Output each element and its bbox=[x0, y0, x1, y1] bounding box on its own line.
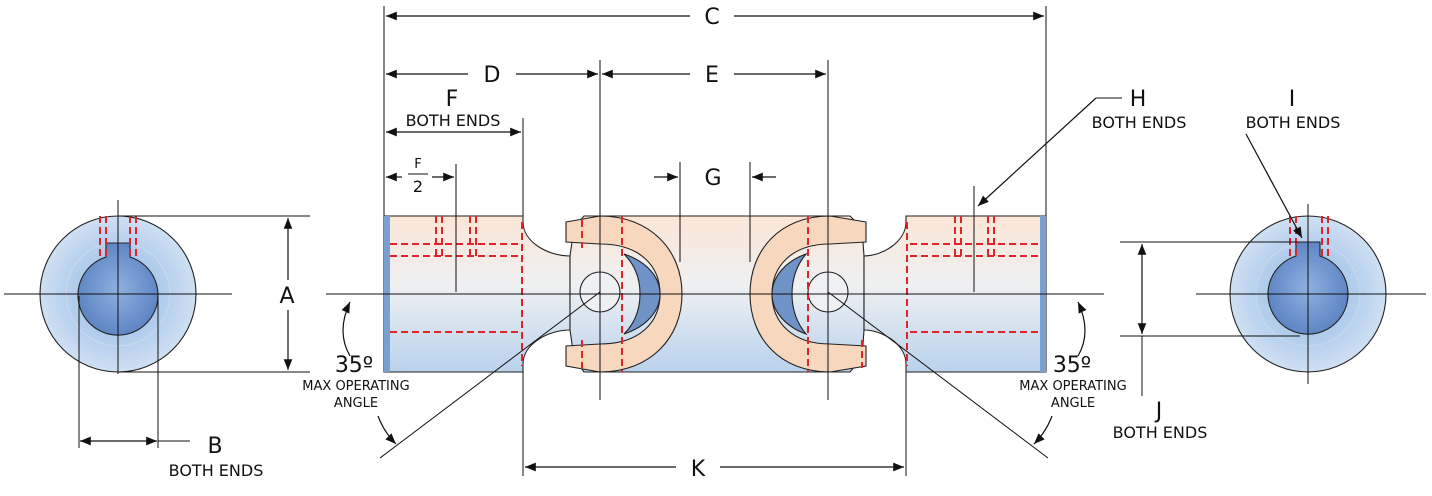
label-I: I bbox=[1289, 87, 1296, 112]
dimension-C: C bbox=[386, 5, 1044, 30]
side-view bbox=[326, 6, 1104, 476]
label-D: D bbox=[484, 63, 501, 88]
label-I-note: BOTH ENDS bbox=[1246, 113, 1341, 132]
label-angle-left-l1: MAX OPERATING bbox=[302, 379, 409, 394]
label-B-note: BOTH ENDS bbox=[169, 461, 264, 480]
label-K: K bbox=[691, 457, 706, 482]
angle-left: 35º MAX OPERATING ANGLE bbox=[302, 301, 410, 445]
angle-right: 35º MAX OPERATING ANGLE bbox=[1019, 301, 1127, 445]
label-angle-right: 35º bbox=[1053, 353, 1091, 378]
label-J-note: BOTH ENDS bbox=[1113, 423, 1208, 442]
left-angle-line bbox=[379, 291, 601, 459]
label-angle-left-l2: ANGLE bbox=[334, 396, 378, 411]
label-F-note: BOTH ENDS bbox=[406, 111, 501, 130]
label-C: C bbox=[704, 5, 719, 30]
label-A: A bbox=[279, 284, 294, 309]
dimension-F: F BOTH ENDS bbox=[386, 87, 521, 137]
callout-H: H BOTH ENDS bbox=[977, 87, 1187, 207]
label-angle-right-l1: MAX OPERATING bbox=[1019, 379, 1126, 394]
label-H-note: BOTH ENDS bbox=[1092, 113, 1187, 132]
dimension-E: E bbox=[602, 63, 826, 88]
left-end-view: B BOTH ENDS bbox=[4, 200, 263, 480]
label-B: B bbox=[207, 434, 222, 459]
label-F: F bbox=[446, 87, 459, 112]
label-F-half-num: F bbox=[414, 157, 421, 172]
dimension-K: K bbox=[525, 457, 904, 482]
label-E: E bbox=[705, 63, 719, 88]
label-angle-right-l2: ANGLE bbox=[1051, 396, 1095, 411]
right-angle-line bbox=[827, 291, 1049, 459]
dimension-G: G bbox=[654, 166, 776, 191]
dimension-F-half: F 2 bbox=[386, 157, 454, 196]
right-end-view: I BOTH ENDS J BOTH ENDS bbox=[1113, 87, 1426, 442]
label-F-half-den: 2 bbox=[413, 177, 423, 196]
label-H: H bbox=[1130, 87, 1147, 112]
dimension-D: D bbox=[386, 63, 598, 88]
label-G: G bbox=[704, 166, 721, 191]
dimension-A: A bbox=[118, 215, 310, 373]
label-angle-left: 35º bbox=[335, 353, 373, 378]
right-yoke-arms bbox=[749, 215, 867, 373]
label-J: J bbox=[1154, 399, 1163, 424]
